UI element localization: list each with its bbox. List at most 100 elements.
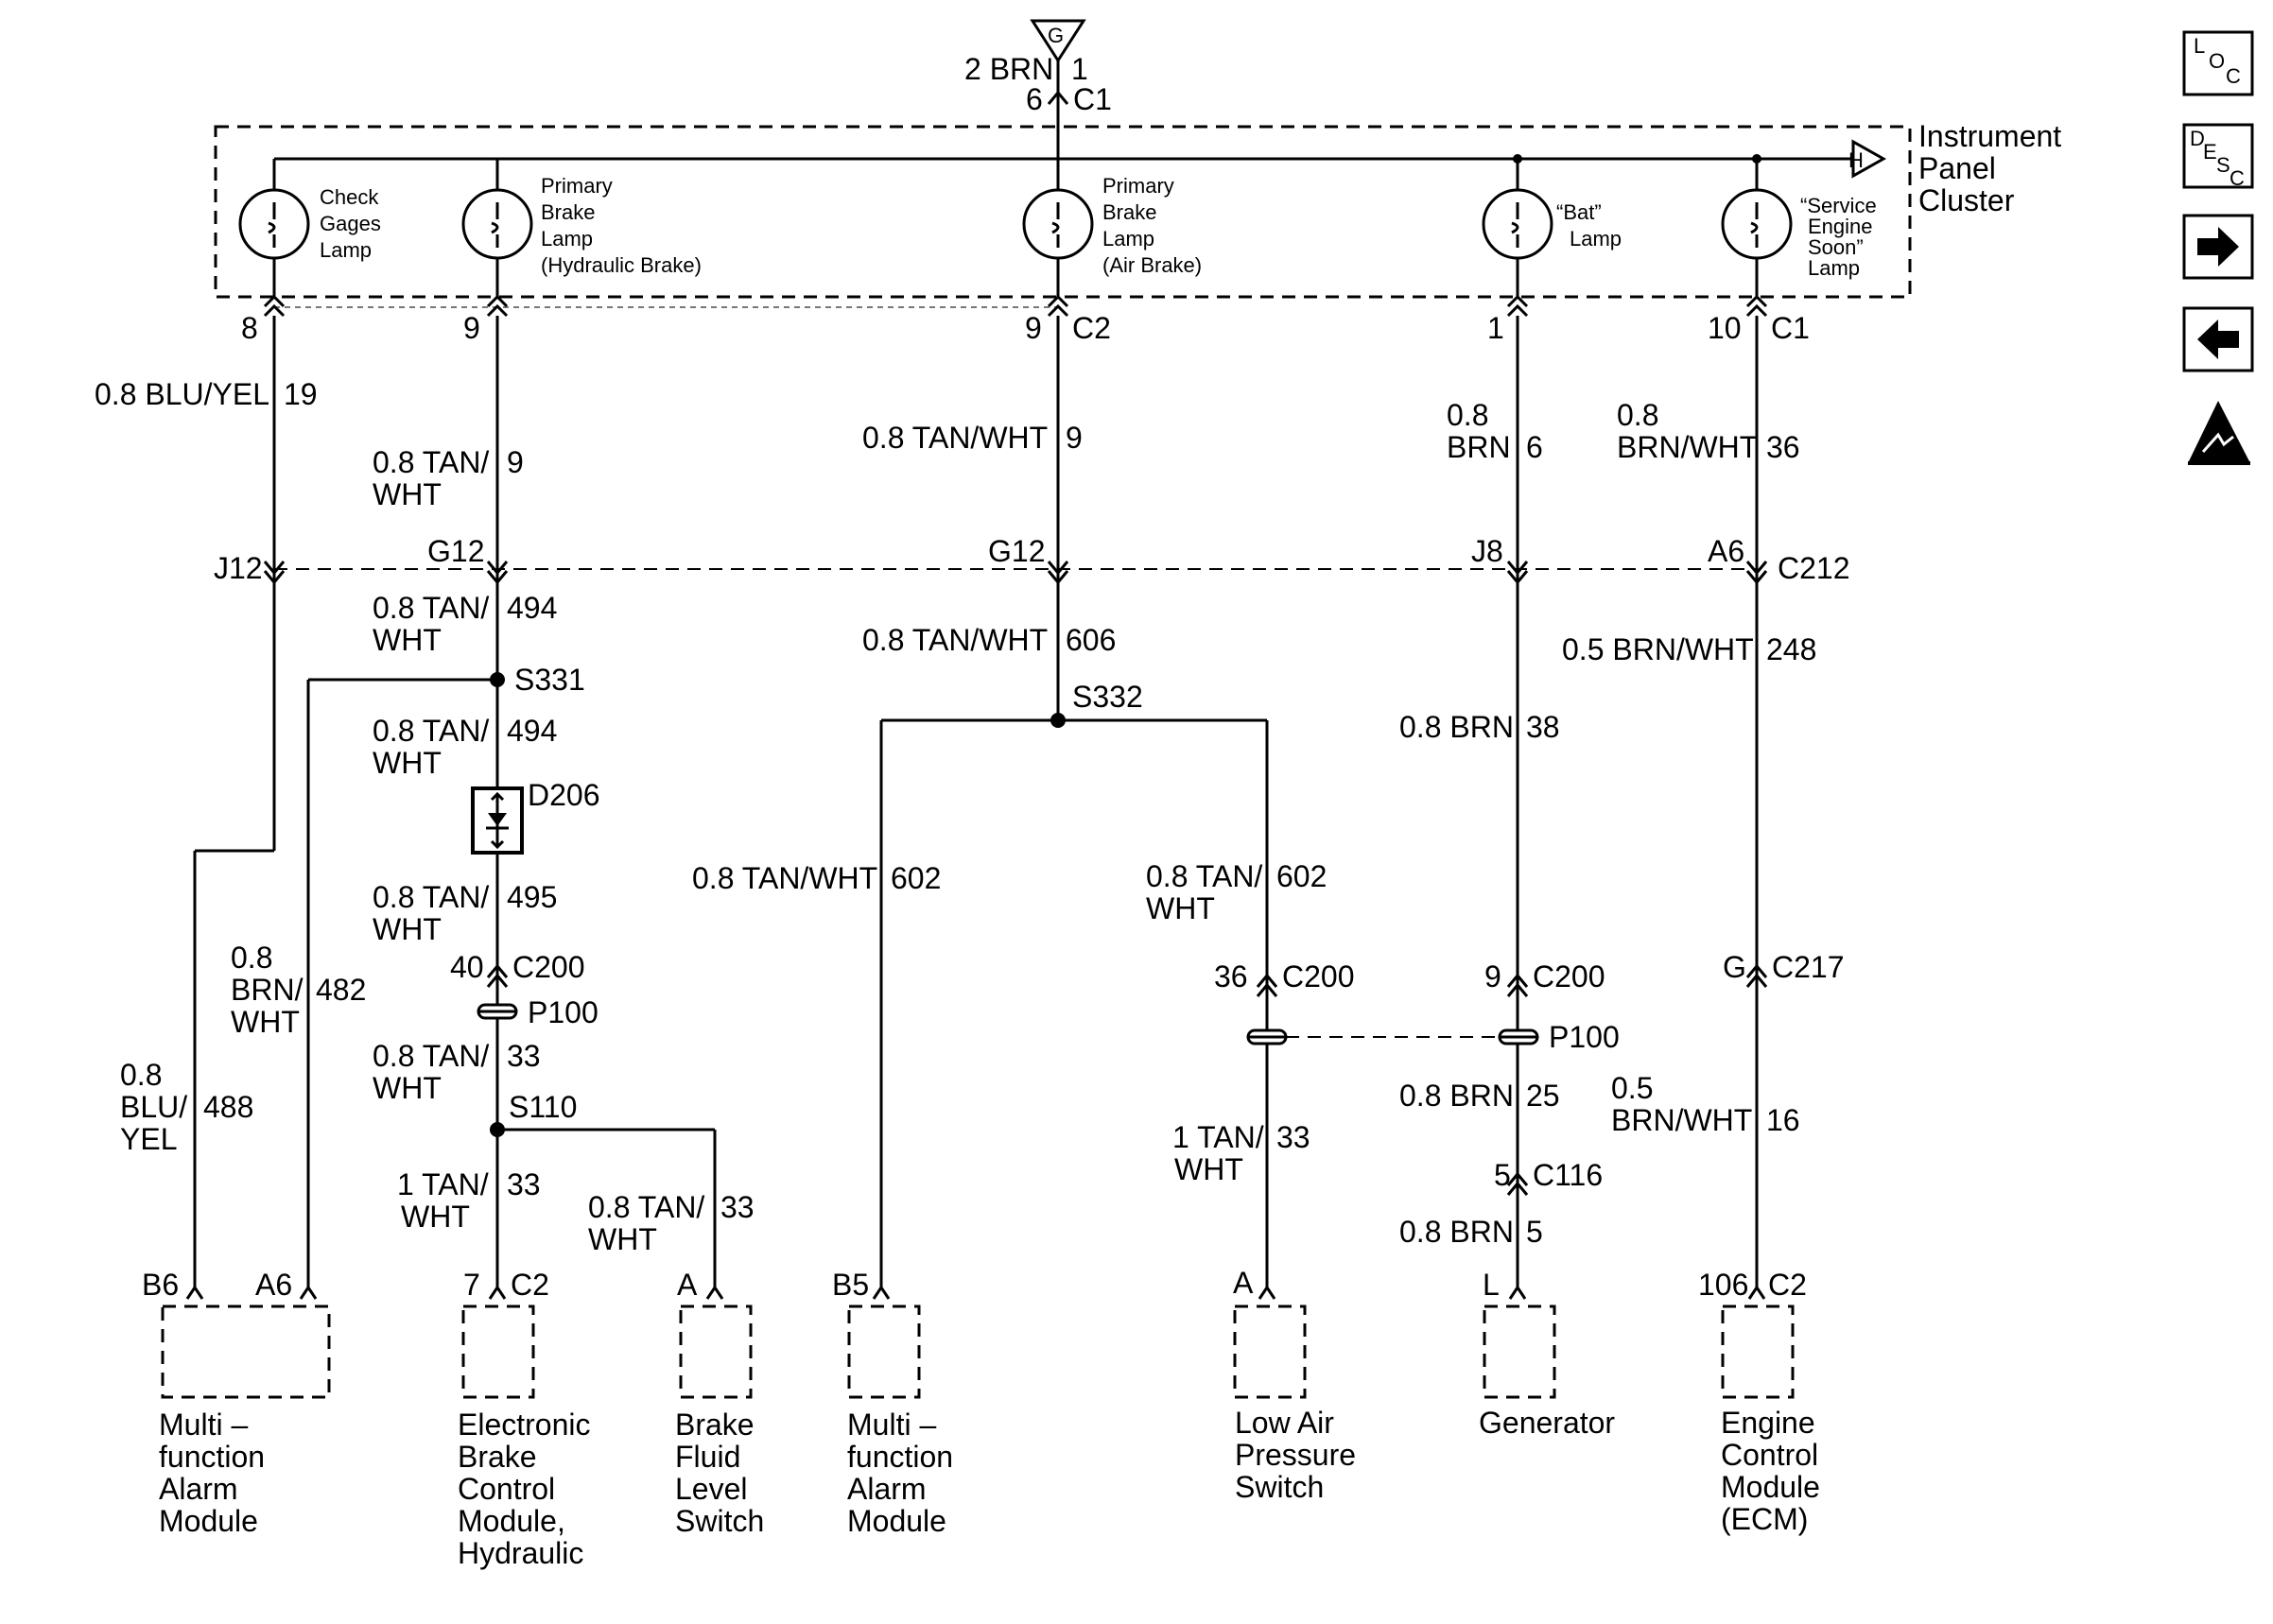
loc-letter: L bbox=[2194, 34, 2205, 58]
component-label: Level bbox=[675, 1472, 748, 1506]
instrument-panel-cluster: Instrument Panel Cluster H bbox=[214, 119, 2061, 308]
circuit-number: 9 bbox=[1066, 421, 1083, 455]
component-engine-control-module: 106 C2 Engine Control Module (ECM) bbox=[1698, 1268, 1820, 1536]
lamp-label: (Air Brake) bbox=[1102, 253, 1202, 277]
c212-pin: G12 bbox=[427, 534, 484, 568]
component-label: Module bbox=[847, 1504, 946, 1538]
circuit-9-tan-wht-air: 0.8 TAN/WHT 9 0.8 TAN/WHT 606 S332 0.8 T… bbox=[692, 316, 1500, 1287]
component-label: Multi – bbox=[847, 1408, 936, 1442]
lamp-label: Lamp bbox=[1808, 256, 1860, 280]
component-connector: C2 bbox=[511, 1268, 549, 1302]
ground-wire-label: 2 BRN bbox=[964, 52, 1053, 86]
cluster-pin: 10 bbox=[1708, 311, 1742, 345]
circuit-number: 33 bbox=[720, 1190, 755, 1224]
arrow-right-icon bbox=[2197, 227, 2239, 267]
component-multifunction-alarm-module-1: B6 A6 Multi – function Alarm Module bbox=[142, 1268, 331, 1538]
c200-name: C200 bbox=[1533, 959, 1605, 993]
ground-feed: G 2 BRN 1 6 C1 bbox=[964, 19, 1112, 116]
lamp-label: Lamp bbox=[1102, 227, 1154, 251]
component-label: Module bbox=[159, 1504, 258, 1538]
component-label: function bbox=[159, 1440, 265, 1474]
component-label: Hydraulic bbox=[458, 1536, 583, 1570]
wire-label: 0.5 bbox=[1611, 1071, 1653, 1105]
desc-letter: C bbox=[2230, 166, 2245, 190]
component-label: Control bbox=[1721, 1438, 1818, 1472]
wire-label: 0.8 BLU/YEL bbox=[95, 377, 269, 411]
cluster-pin: 8 bbox=[241, 311, 258, 345]
wire-label: 1 TAN/ bbox=[1172, 1120, 1264, 1154]
component-label: Electronic bbox=[458, 1408, 591, 1442]
c200-pin: 36 bbox=[1214, 959, 1248, 993]
component-pin: B5 bbox=[832, 1268, 869, 1302]
lamp-label: Lamp bbox=[1570, 227, 1622, 251]
component-label: Module, bbox=[458, 1504, 565, 1538]
wire-label: 0.8 TAN/ bbox=[373, 714, 489, 748]
component-connector: C2 bbox=[1768, 1268, 1807, 1302]
wire-label: WHT bbox=[1174, 1152, 1243, 1186]
loc-button[interactable]: L O C bbox=[2182, 30, 2254, 96]
wire-label: 0.8 TAN/WHT bbox=[862, 421, 1048, 455]
cluster-pin: 1 bbox=[1487, 311, 1504, 345]
c200-name: C200 bbox=[1282, 959, 1355, 993]
ground-label: G bbox=[1048, 24, 1064, 47]
desc-button[interactable]: D E S C bbox=[2182, 123, 2254, 190]
ground-connector-label: C1 bbox=[1073, 82, 1112, 116]
desc-letter: S bbox=[2216, 153, 2230, 177]
wire-label: WHT bbox=[373, 746, 442, 780]
wire-label: 0.8 TAN/ bbox=[373, 445, 489, 479]
lamp-label: Check bbox=[320, 185, 379, 209]
component-generator: L Generator bbox=[1479, 1268, 1615, 1440]
cluster-connector: C1 bbox=[1771, 311, 1810, 345]
component-label: Pressure bbox=[1235, 1438, 1356, 1472]
component-label: Brake bbox=[458, 1440, 537, 1474]
c212-pin: G12 bbox=[988, 534, 1045, 568]
ground-pin-label: 6 bbox=[1026, 82, 1043, 116]
lamp-label: (Hydraulic Brake) bbox=[541, 253, 702, 277]
lamp-label: “Bat” bbox=[1556, 200, 1602, 224]
component-label: Control bbox=[458, 1472, 555, 1506]
lamp-label: Soon” bbox=[1808, 235, 1864, 259]
lamp-primary-brake-air: Primary Brake Lamp (Air Brake) bbox=[1022, 112, 1202, 297]
circuit-number: 5 bbox=[1526, 1215, 1543, 1249]
cluster-connector: C2 bbox=[1072, 311, 1111, 345]
wire-label: BRN/WHT bbox=[1611, 1103, 1752, 1137]
previous-page-button[interactable] bbox=[2182, 306, 2254, 372]
lamp-label: Brake bbox=[541, 200, 595, 224]
c217-pin: G bbox=[1723, 950, 1746, 984]
component-pin: L bbox=[1483, 1268, 1500, 1302]
desc-letter: D bbox=[2190, 127, 2205, 150]
component-pin: A bbox=[1233, 1266, 1254, 1300]
wire-label: WHT bbox=[373, 1071, 442, 1105]
wire-label: 0.8 bbox=[231, 941, 272, 975]
component-label: Alarm bbox=[159, 1472, 238, 1506]
loc-letter: O bbox=[2209, 49, 2225, 73]
circuit-number: 38 bbox=[1526, 710, 1560, 744]
component-electronic-brake-control-module: 7 C2 Electronic Brake Control Module, Hy… bbox=[458, 1268, 591, 1570]
loc-letter: C bbox=[2226, 64, 2241, 88]
splice-label: S331 bbox=[514, 663, 585, 697]
component-label: Fluid bbox=[675, 1440, 740, 1474]
wire-label: 0.8 BRN bbox=[1399, 1215, 1514, 1249]
circuit-19-blu-yel: 0.8 BLU/YEL 19 0.8 BLU/ YEL 488 bbox=[95, 316, 318, 1287]
lamp-label: Primary bbox=[1102, 174, 1174, 198]
lamp-label: Engine bbox=[1808, 215, 1873, 238]
circuit-number: 495 bbox=[507, 880, 557, 914]
p100-label: P100 bbox=[528, 995, 599, 1029]
cluster-pin: 9 bbox=[463, 311, 480, 345]
component-label: function bbox=[847, 1440, 953, 1474]
wire-label: BLU/ bbox=[120, 1090, 187, 1124]
circuit-number: 488 bbox=[203, 1090, 253, 1124]
component-label: Low Air bbox=[1235, 1406, 1334, 1440]
component-label: Module bbox=[1721, 1470, 1820, 1504]
circuit-number: 25 bbox=[1526, 1079, 1560, 1113]
component-brake-fluid-level-switch: A Brake Fluid Level Switch bbox=[675, 1268, 764, 1538]
cluster-name-line1: Instrument bbox=[1918, 119, 2061, 153]
c200-name: C200 bbox=[512, 950, 585, 984]
component-pin: B6 bbox=[142, 1268, 179, 1302]
wire-label: 0.8 TAN/ bbox=[373, 880, 489, 914]
next-page-button[interactable] bbox=[2182, 214, 2254, 280]
wire-label: BRN/WHT bbox=[1617, 430, 1758, 464]
wire-label: WHT bbox=[373, 912, 442, 946]
circuit-number: 9 bbox=[507, 445, 524, 479]
